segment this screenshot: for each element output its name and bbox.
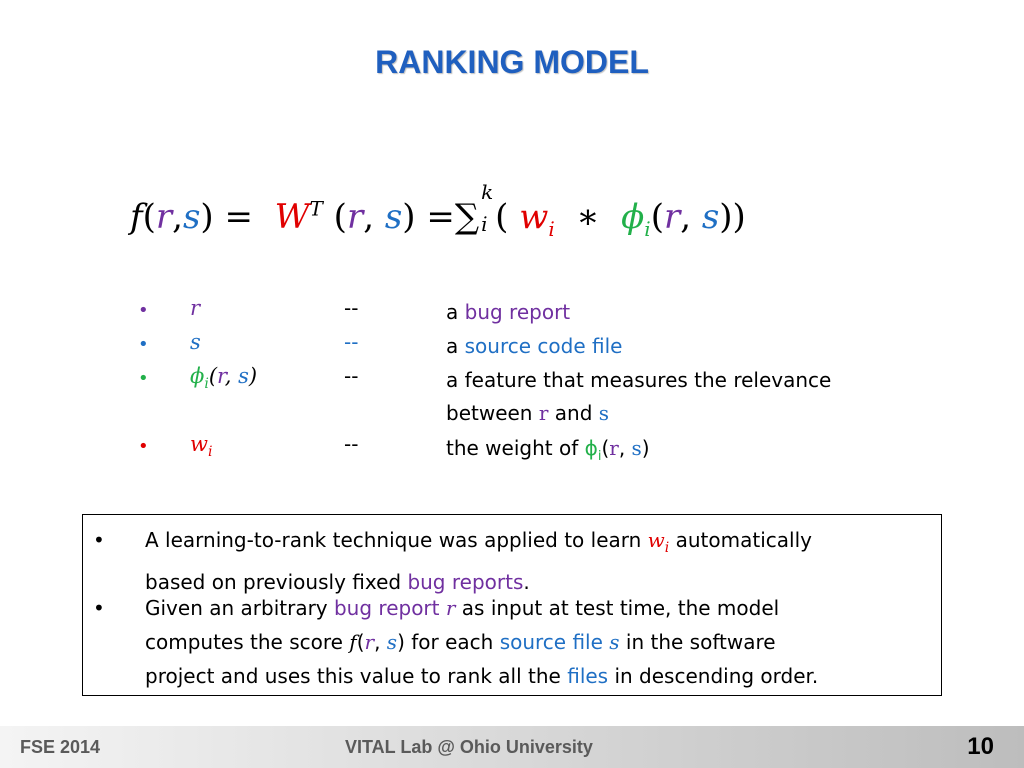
highlight: files xyxy=(567,664,609,688)
s: s xyxy=(609,630,620,654)
formula-s: s xyxy=(182,197,201,237)
text: in descending order. xyxy=(608,664,819,688)
formula-star: ∗ xyxy=(576,197,600,237)
formula-r2: r xyxy=(346,197,364,237)
definition-text: a bug report xyxy=(446,296,916,329)
formula-s3: s xyxy=(701,197,720,237)
slide-title: RANKING MODEL xyxy=(375,44,649,80)
text-line1: a feature that measures the relevance xyxy=(446,368,832,392)
formula-r3: r xyxy=(663,197,681,237)
text: ( xyxy=(601,436,610,460)
summary-text: A learning-to-rank technique was applied… xyxy=(145,523,935,599)
formula-phi-sub: i xyxy=(644,216,651,241)
bullet: • xyxy=(138,334,149,355)
text: for each xyxy=(404,630,500,654)
formula-phi: ϕ xyxy=(621,197,645,237)
definition-text: the weight of ϕi(r, s) xyxy=(446,432,916,473)
text: based on previously fixed xyxy=(145,570,408,594)
r: r xyxy=(609,436,619,460)
definition-s: • s -- a source code file xyxy=(138,330,938,364)
formula-sum-upper: k xyxy=(481,180,494,204)
text: ) xyxy=(641,436,650,460)
text: between xyxy=(446,401,539,425)
formula-sum-lower: i xyxy=(481,212,488,236)
symbol-phi: ϕi(r, s) xyxy=(190,364,258,393)
symbol-s: s xyxy=(190,330,201,354)
text: A learning-to-rank technique was applied… xyxy=(145,528,648,552)
bullet: • xyxy=(138,368,149,389)
text: automatically xyxy=(669,528,812,552)
symbol-w: wi xyxy=(190,432,213,461)
s: s xyxy=(598,401,610,425)
bullet: • xyxy=(138,300,149,321)
definition-r: • r -- a bug report xyxy=(138,296,938,330)
highlight: source file xyxy=(499,630,603,654)
formula-s2: s xyxy=(384,197,403,237)
formula-w-sub: i xyxy=(548,216,555,241)
r: r xyxy=(445,596,456,620)
r: r xyxy=(538,401,549,425)
highlight: bug report xyxy=(333,596,440,620)
text: a xyxy=(446,300,465,324)
bullet: • xyxy=(138,436,149,457)
text: computes the score xyxy=(145,630,350,654)
formula-sum: ∑ xyxy=(454,197,480,237)
bullet: • xyxy=(93,596,105,620)
text: the weight of xyxy=(446,436,585,460)
w: w xyxy=(647,528,665,552)
summary-text: Given an arbitrary bug report r as input… xyxy=(145,596,819,688)
footer-conference: FSE 2014 xyxy=(20,737,101,757)
highlight: bug reports xyxy=(407,570,524,594)
formula-f: f xyxy=(130,197,143,237)
dash: -- xyxy=(344,330,359,354)
dash: -- xyxy=(344,432,359,456)
formula-w: w xyxy=(519,197,549,237)
bullet: • xyxy=(93,528,105,552)
highlight-bug-report: bug report xyxy=(464,300,571,324)
definitions-list: • r -- a bug report • s -- a source code… xyxy=(138,296,938,466)
text: a xyxy=(446,334,465,358)
symbol-r: r xyxy=(190,296,201,320)
footer-bar: FSE 2014 VITAL Lab @ Ohio University 10 xyxy=(0,726,1024,768)
definition-phi: • ϕi(r, s) -- a feature that measures th… xyxy=(138,364,938,432)
text: project and uses this value to rank all … xyxy=(145,664,568,688)
page-number: 10 xyxy=(967,733,994,760)
text: Given an arbitrary xyxy=(145,596,334,620)
text: , xyxy=(618,436,632,460)
text: as input at test time, the model xyxy=(455,596,780,620)
text: and xyxy=(548,401,599,425)
s: s xyxy=(386,630,398,654)
r: r xyxy=(364,630,375,654)
f: f xyxy=(349,630,357,654)
summary-box: • A learning-to-rank technique was appli… xyxy=(82,514,942,696)
footer-lab: VITAL Lab @ Ohio University xyxy=(345,737,593,757)
sub: i xyxy=(664,540,670,556)
highlight-source-code-file: source code file xyxy=(464,334,623,358)
sub: i xyxy=(597,449,602,464)
text: . xyxy=(523,570,530,594)
definition-w: • wi -- the weight of ϕi(r, s) xyxy=(138,432,938,466)
dash: -- xyxy=(344,364,359,388)
formula-r: r xyxy=(155,197,173,237)
text: in the software xyxy=(619,630,776,654)
s: s xyxy=(631,436,642,460)
definition-text: a feature that measures the relevance bet… xyxy=(446,364,916,430)
formula-W: W xyxy=(274,197,310,237)
phi: ϕ xyxy=(584,436,598,460)
formula-transpose: T xyxy=(309,196,323,221)
definition-text: a source code file xyxy=(446,330,916,363)
dash: -- xyxy=(344,296,359,320)
